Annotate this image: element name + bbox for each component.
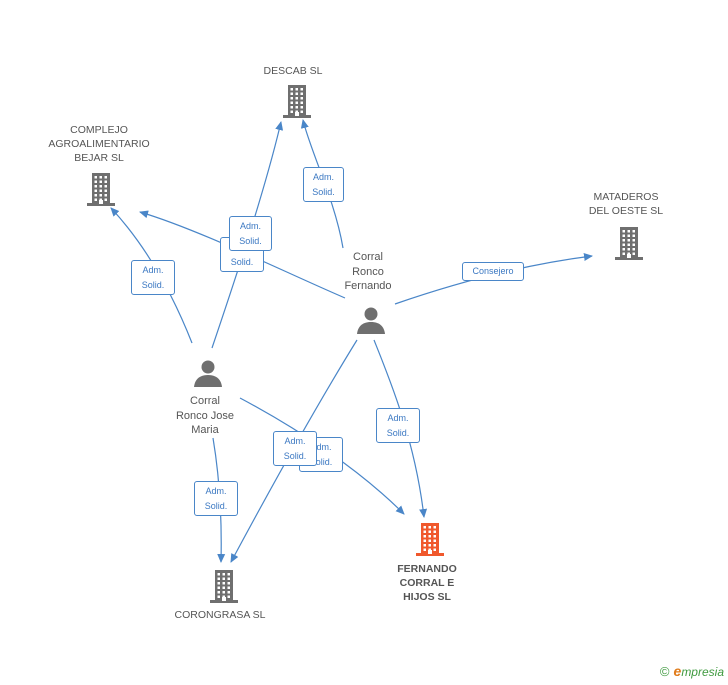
edge-label-fernando-focus: Adm. Solid. (376, 408, 420, 443)
josemaria-person-icon[interactable] (193, 358, 223, 393)
fernando-person-icon[interactable] (356, 305, 386, 340)
corongrasa-building-icon[interactable] (208, 569, 240, 608)
edge-label-fernando-mataderos: Consejero (462, 262, 524, 281)
focus-building-icon[interactable] (414, 522, 446, 561)
focus-company-label[interactable]: FERNANDO CORRAL E HIJOS SL (397, 563, 457, 603)
footer-branding: ©empresia (660, 663, 724, 679)
josemaria-label[interactable]: Corral Ronco Jose Maria (175, 395, 235, 436)
descab-building-icon[interactable] (281, 84, 313, 123)
edges-layer (110, 119, 593, 563)
brand-logo-text: mpresia (681, 665, 724, 679)
edge-label-fernando-descab: Adm. Solid. (303, 167, 344, 202)
complejo-label[interactable]: COMPLEJO AGROALIMENTARIO BEJAR SL (48, 124, 150, 164)
descab-label[interactable]: DESCAB SL (263, 65, 323, 77)
edge-label-josemaria-complejo: Adm. Solid. (131, 260, 175, 295)
copyright-symbol: © (659, 664, 670, 679)
mataderos-building-icon[interactable] (613, 226, 645, 265)
corongrasa-label[interactable]: CORONGRASA SL (174, 609, 266, 621)
brand-logo-e: e (673, 663, 682, 679)
mataderos-label[interactable]: MATADEROS DEL OESTE SL (588, 191, 664, 217)
edge-label-fernando-corongrasa: Adm. Solid. (273, 431, 317, 466)
complejo-building-icon[interactable] (85, 172, 117, 211)
edge-label-josemaria-corongrasa: Adm. Solid. (194, 481, 238, 516)
fernando-label[interactable]: Corral Ronco Fernando (344, 251, 392, 292)
edge-label-josemaria-descab: Adm. Solid. (229, 216, 272, 251)
